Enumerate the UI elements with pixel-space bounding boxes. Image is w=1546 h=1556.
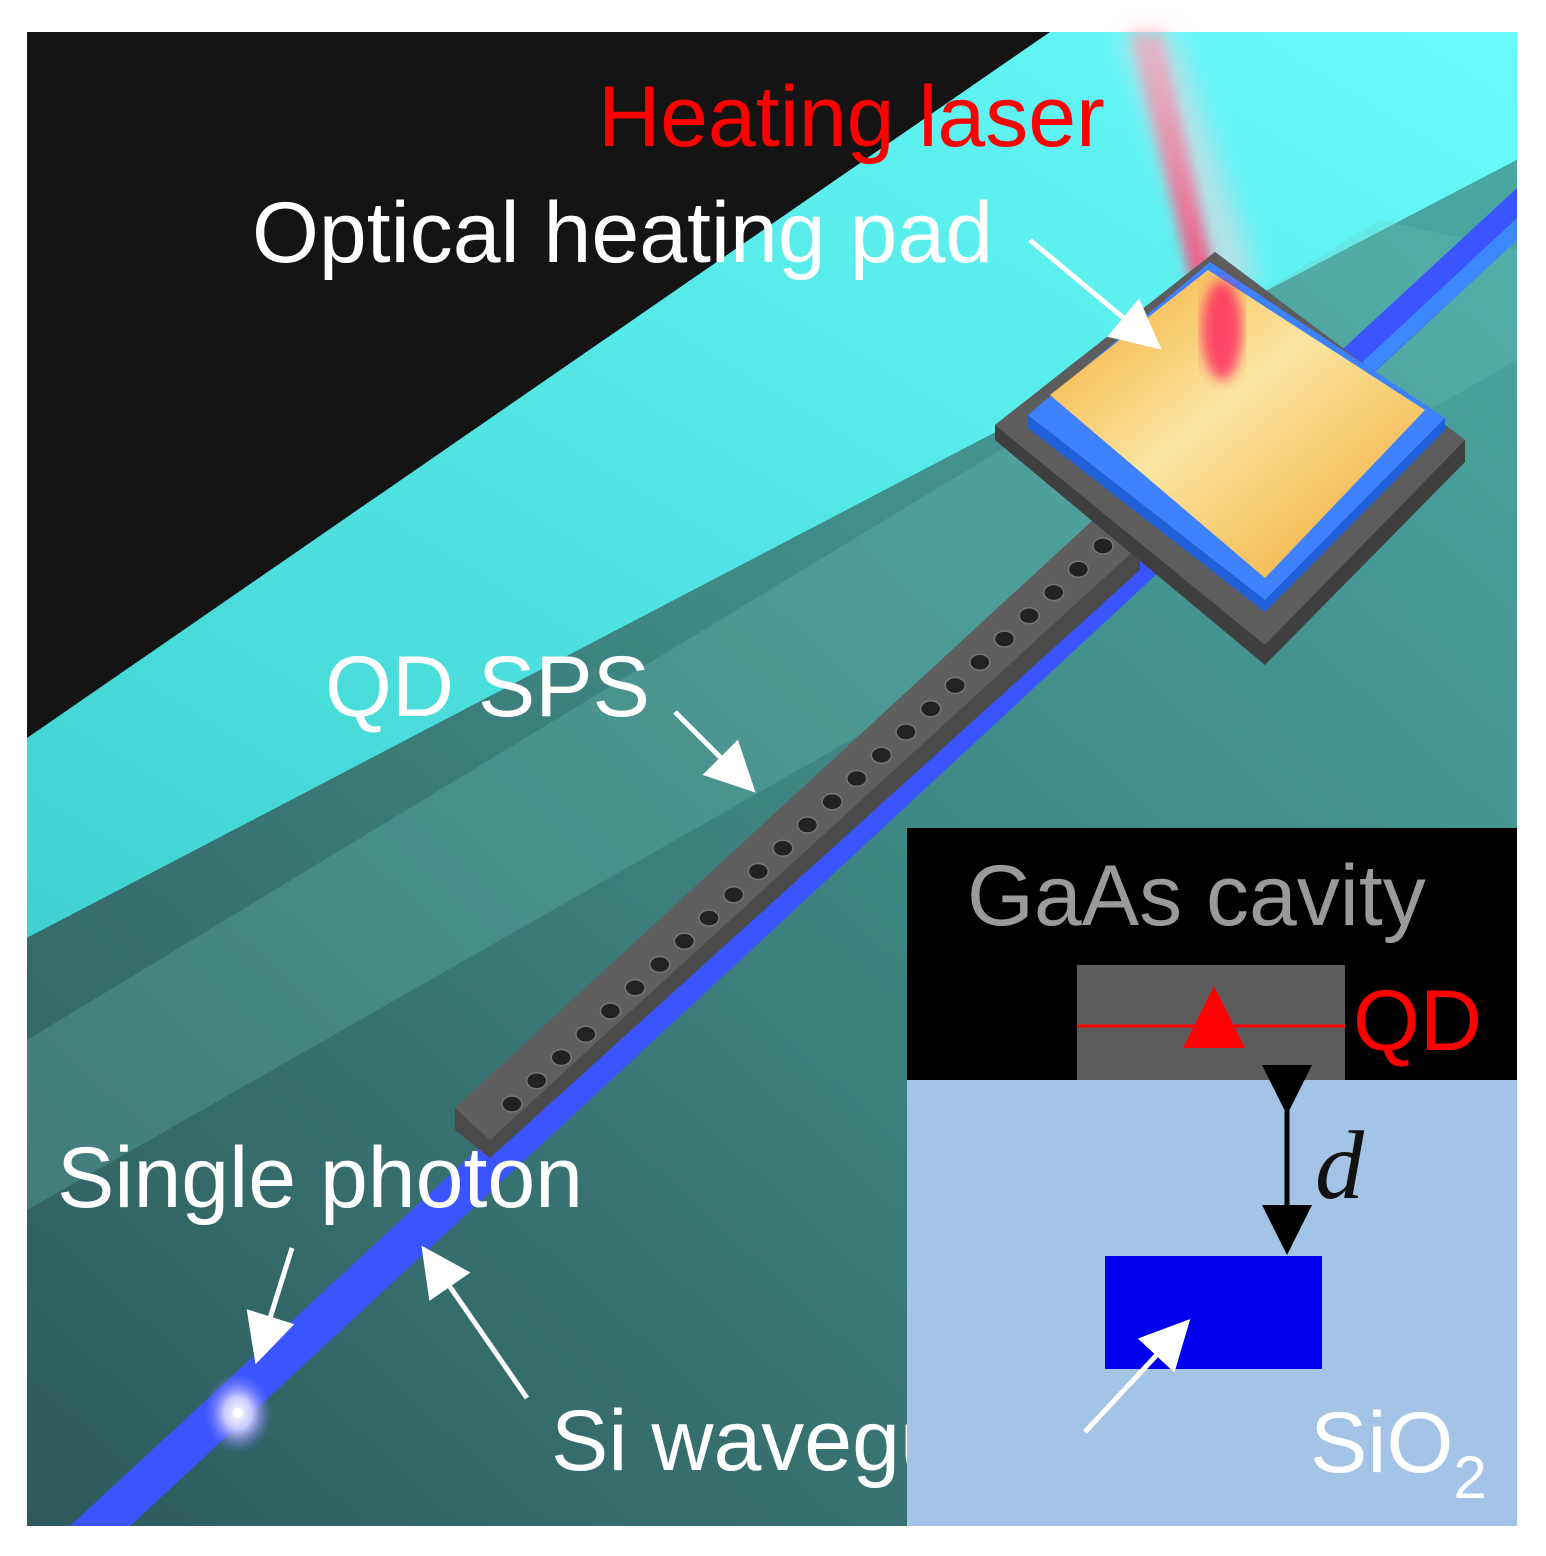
substrate-top-band xyxy=(27,32,1517,938)
heating-laser-label: Heating laser xyxy=(598,69,1105,165)
qd-sps-label: QD SPS xyxy=(325,639,650,735)
crystal-hole xyxy=(1018,607,1040,625)
inset-si-waveguide xyxy=(1105,1256,1322,1369)
crystal-hole xyxy=(796,816,819,834)
optical-heating-pad-label: Optical heating pad xyxy=(252,185,993,281)
crystal-hole xyxy=(944,676,966,695)
crystal-hole xyxy=(624,979,646,997)
crystal-hole xyxy=(919,700,942,718)
crystal-hole xyxy=(772,839,794,857)
laser-spot xyxy=(1202,280,1242,380)
distance-d-label: d xyxy=(1315,1112,1365,1220)
pad-arrow xyxy=(1028,238,1162,350)
sio2-label: SiO2 xyxy=(1310,1395,1487,1511)
qd-sps-arrow xyxy=(673,710,756,793)
photonic-crystal-holes xyxy=(501,537,1114,1113)
qd-label: QD xyxy=(1353,973,1482,1069)
crystal-hole xyxy=(1067,560,1090,578)
crystal-hole xyxy=(1092,537,1114,555)
single-photon-arrow xyxy=(246,1247,295,1365)
waveguide-arrow-main xyxy=(421,1245,530,1400)
glowing-photon-icon xyxy=(204,1373,272,1453)
annotation-arrows xyxy=(246,238,1162,1400)
crystal-hole xyxy=(870,746,893,764)
crystal-hole xyxy=(550,1048,572,1067)
crystal-hole xyxy=(673,932,696,950)
crystal-hole xyxy=(993,630,1016,648)
crystal-hole xyxy=(821,793,843,811)
crystal-hole xyxy=(846,769,868,788)
crystal-hole xyxy=(525,1072,548,1090)
crystal-hole xyxy=(1043,583,1065,602)
crystal-hole xyxy=(747,862,769,881)
crystal-hole xyxy=(698,909,720,927)
crystal-hole xyxy=(575,1025,597,1043)
triangle-qd-icon xyxy=(1183,986,1245,1048)
crystal-hole xyxy=(722,886,745,904)
optical-heating-pad xyxy=(995,252,1465,665)
cross-section-inset xyxy=(907,828,1517,1526)
waveguide-arrow-inset xyxy=(1083,1319,1191,1434)
gaas-cavity-label: GaAs cavity xyxy=(967,848,1426,944)
crystal-hole xyxy=(969,653,991,671)
crystal-hole xyxy=(649,955,671,974)
crystal-hole xyxy=(599,1002,622,1020)
crystal-hole xyxy=(895,723,917,741)
single-photon-label: Single photon xyxy=(57,1130,583,1226)
crystal-hole xyxy=(501,1095,523,1113)
